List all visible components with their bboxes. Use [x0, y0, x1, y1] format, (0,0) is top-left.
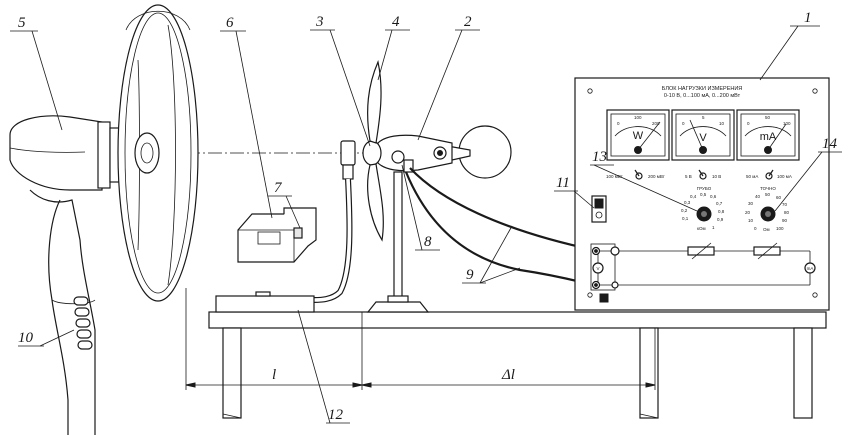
fine-tick: 60 — [776, 195, 782, 200]
switch-current-right-label: 100 мА — [777, 174, 792, 179]
fan — [9, 4, 199, 435]
switch-voltage-left-label: 5 В — [685, 174, 692, 179]
meter-ma-label: mA — [760, 131, 777, 143]
switch-power-right-label: 200 мВт — [648, 174, 665, 179]
meter-ma-tick: 50 — [765, 115, 771, 120]
fine-tick: 90 — [782, 218, 788, 223]
meter-v-tick: 10 — [719, 121, 725, 126]
fine-tick: 0 — [754, 226, 757, 231]
probe-device — [215, 140, 356, 313]
coarse-tick: 0,7 — [716, 201, 723, 206]
meter-watt: 0 100 200 W — [606, 109, 670, 161]
coarse-resistance-knob[interactable]: ГРУБО 0,1 0,2 0,3 0,4 0,5 0,6 0,7 0,8 0,… — [681, 186, 725, 231]
range-switch-current[interactable]: 50 мА 100 мА — [746, 169, 792, 180]
panel-subtitle: 0-10 В, 0...100 мА, 0...200 мВт — [664, 93, 741, 99]
coarse-tick: 0,5 — [700, 192, 707, 197]
meter-v-tick: 0 — [682, 121, 685, 126]
range-switch-power[interactable]: 100 мВт 200 мВт — [606, 169, 665, 180]
table — [208, 311, 827, 419]
coarse-tick: 0,1 — [682, 216, 689, 221]
range-switch-voltage[interactable]: 5 В 10 В — [685, 169, 721, 180]
fine-tick: 20 — [745, 210, 751, 215]
coarse-tick: 1 — [712, 225, 715, 230]
callout-14: 14 — [822, 136, 838, 152]
callout-5: 5 — [18, 15, 26, 31]
fine-resistance-knob[interactable]: ТОЧНО 0 10 20 30 40 50 60 70 80 90 100 О… — [745, 186, 790, 232]
circuit-voltmeter-label: V — [596, 266, 599, 271]
meter-ma-tick: 100 — [783, 121, 791, 126]
callout-4: 4 — [392, 14, 400, 30]
coarse-tick: 0,2 — [681, 208, 688, 213]
dimension-l-label: l — [272, 367, 276, 383]
callout-12: 12 — [328, 407, 344, 423]
meter-w-label: W — [633, 130, 644, 142]
callout-leaders — [10, 25, 842, 424]
panel-title: БЛОК НАГРУЗКИ ИЗМЕРЕНИЯ — [662, 86, 743, 92]
fine-tick: 100 — [776, 226, 784, 231]
meter-v-label: V — [699, 132, 707, 144]
switch-voltage-right-label: 10 В — [712, 174, 721, 179]
coarse-tick: 0,9 — [717, 217, 724, 222]
switch-power-left-label: 100 мВт — [606, 174, 623, 179]
circuit-schematic: V mA — [590, 242, 816, 303]
coarse-unit-label: кОм — [697, 226, 706, 231]
anemometer — [237, 207, 317, 263]
coarse-tick: 0,3 — [684, 200, 691, 205]
fine-tick: 30 — [748, 201, 754, 206]
coarse-knob-label: ГРУБО — [697, 186, 712, 191]
meter-milliamp: 0 50 100 mA — [736, 109, 800, 161]
fine-tick: 10 — [748, 218, 754, 223]
callout-3: 3 — [315, 14, 324, 30]
meter-w-tick: 200 — [652, 121, 660, 126]
circuit-ammeter-label: mA — [807, 266, 814, 271]
power-switch[interactable] — [591, 195, 607, 223]
dimension-lines: l Δl — [185, 288, 656, 390]
measurement-panel: БЛОК НАГРУЗКИ ИЗМЕРЕНИЯ 0-10 В, 0...100 … — [574, 77, 830, 311]
callout-10: 10 — [18, 330, 34, 346]
fine-knob-label: ТОЧНО — [760, 186, 776, 191]
fine-tick: 80 — [784, 210, 790, 215]
coarse-tick: 0,8 — [718, 209, 725, 214]
coarse-tick: 0,4 — [690, 194, 697, 199]
dimension-delta-l-label: Δl — [501, 367, 515, 383]
wind-turbine — [362, 60, 512, 313]
fine-tick: 40 — [755, 194, 761, 199]
meter-ma-tick: 0 — [747, 121, 750, 126]
fine-unit-label: Ом — [763, 227, 770, 232]
callout-8: 8 — [424, 234, 432, 250]
meter-w-tick: 100 — [634, 115, 642, 120]
fine-tick: 70 — [782, 202, 788, 207]
callout-11: 11 — [556, 175, 570, 191]
meter-w-tick: 0 — [617, 121, 620, 126]
fine-tick: 50 — [765, 192, 771, 197]
callout-13: 13 — [592, 149, 607, 165]
callout-7: 7 — [274, 180, 283, 196]
callout-2: 2 — [464, 14, 472, 30]
callout-1: 1 — [804, 10, 812, 26]
meter-volt: 0 5 10 V — [671, 109, 735, 161]
meter-v-tick: 5 — [702, 115, 705, 120]
fan-speed-buttons — [73, 296, 93, 350]
callout-numbers: 1 2 3 4 5 6 7 8 9 10 11 12 13 14 — [18, 10, 838, 423]
callout-6: 6 — [226, 15, 234, 31]
switch-current-left-label: 50 мА — [746, 174, 758, 179]
callout-9: 9 — [466, 267, 474, 283]
coarse-tick: 0,6 — [710, 194, 717, 199]
